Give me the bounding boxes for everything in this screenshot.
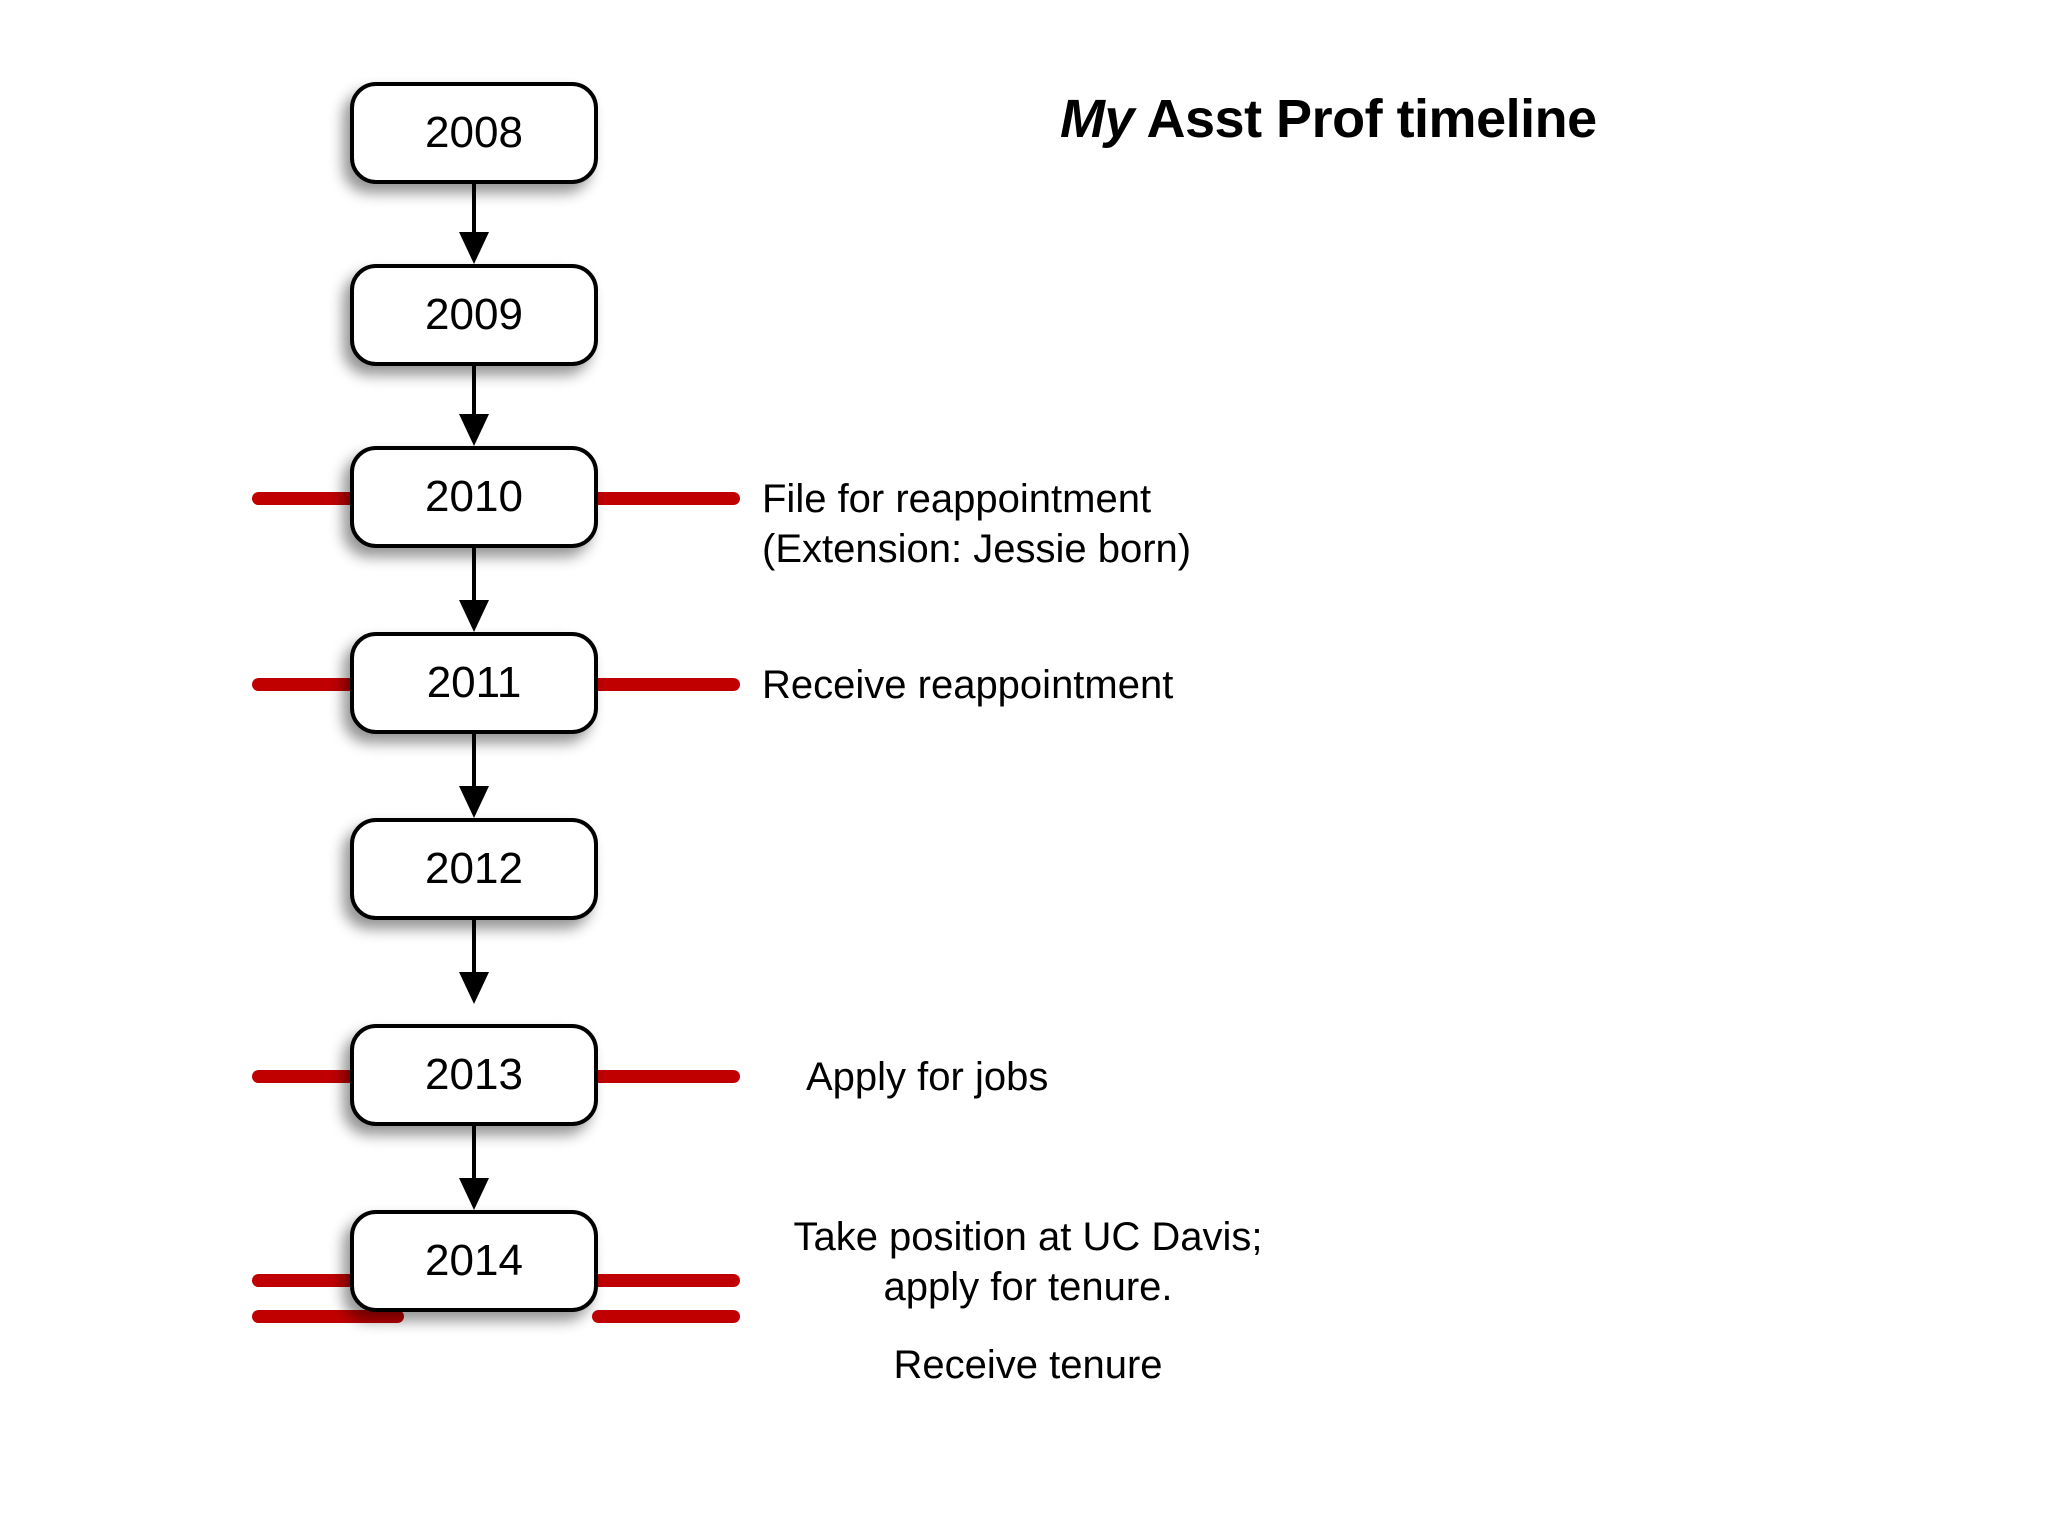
note-2013-line1: Apply for jobs <box>806 1055 1049 1099</box>
note-2014-tenure: Receive tenure <box>762 1340 1294 1390</box>
marker-line-right-2010 <box>592 492 740 505</box>
marker-line-right-2014-b <box>592 1310 740 1323</box>
timeline-node-2008[interactable]: 2008 <box>350 82 598 184</box>
node-year-label: 2011 <box>426 658 522 707</box>
note-2011: Receive reappointment <box>762 660 1173 710</box>
marker-line-right-2013 <box>592 1070 740 1083</box>
arrow-2009-to-2010 <box>350 366 598 446</box>
note-2010: File for reappointment (Extension: Jessie… <box>762 474 1191 575</box>
note-2014-position: Take position at UC Davis; apply for tenu… <box>762 1212 1294 1313</box>
note-2014-line2: apply for tenure. <box>883 1265 1173 1310</box>
arrow-2008-to-2009 <box>350 184 598 264</box>
node-year-label: 2009 <box>425 290 523 339</box>
timeline-node-2009[interactable]: 2009 <box>350 264 598 366</box>
node-year-label: 2014 <box>425 1236 523 1285</box>
note-2010-line1: File for reappointment <box>762 477 1152 521</box>
note-2011-line1: Receive reappointment <box>762 663 1174 707</box>
note-2014-line1: Take position at UC Davis; <box>793 1215 1263 1259</box>
title-emphasis: My <box>1060 89 1135 149</box>
node-year-label: 2008 <box>425 108 523 157</box>
timeline-node-2011[interactable]: 2011 <box>350 632 598 734</box>
marker-line-right-2011 <box>592 678 740 691</box>
title-rest: Asst Prof timeline <box>1134 89 1598 149</box>
node-year-label: 2013 <box>425 1050 523 1099</box>
node-year-label: 2012 <box>425 844 523 893</box>
timeline-node-2014[interactable]: 2014 <box>350 1210 598 1312</box>
arrow-2011-to-2012 <box>350 734 598 818</box>
arrow-2012-to-2013 <box>350 920 598 1004</box>
marker-line-right-2014-a <box>592 1274 740 1287</box>
timeline-node-2012[interactable]: 2012 <box>350 818 598 920</box>
marker-line-left-2014-b <box>252 1310 404 1323</box>
page-title: My Asst Prof timeline <box>1060 88 1597 150</box>
timeline-node-2010[interactable]: 2010 <box>350 446 598 548</box>
note-2014-line3: Receive tenure <box>893 1343 1163 1387</box>
node-year-label: 2010 <box>425 472 523 521</box>
timeline-node-2013[interactable]: 2013 <box>350 1024 598 1126</box>
note-2010-line2: (Extension: Jessie born) <box>762 527 1192 572</box>
note-2013: Apply for jobs <box>806 1052 1048 1102</box>
arrow-2013-to-2014 <box>350 1126 598 1210</box>
arrow-2010-to-2011 <box>350 548 598 632</box>
